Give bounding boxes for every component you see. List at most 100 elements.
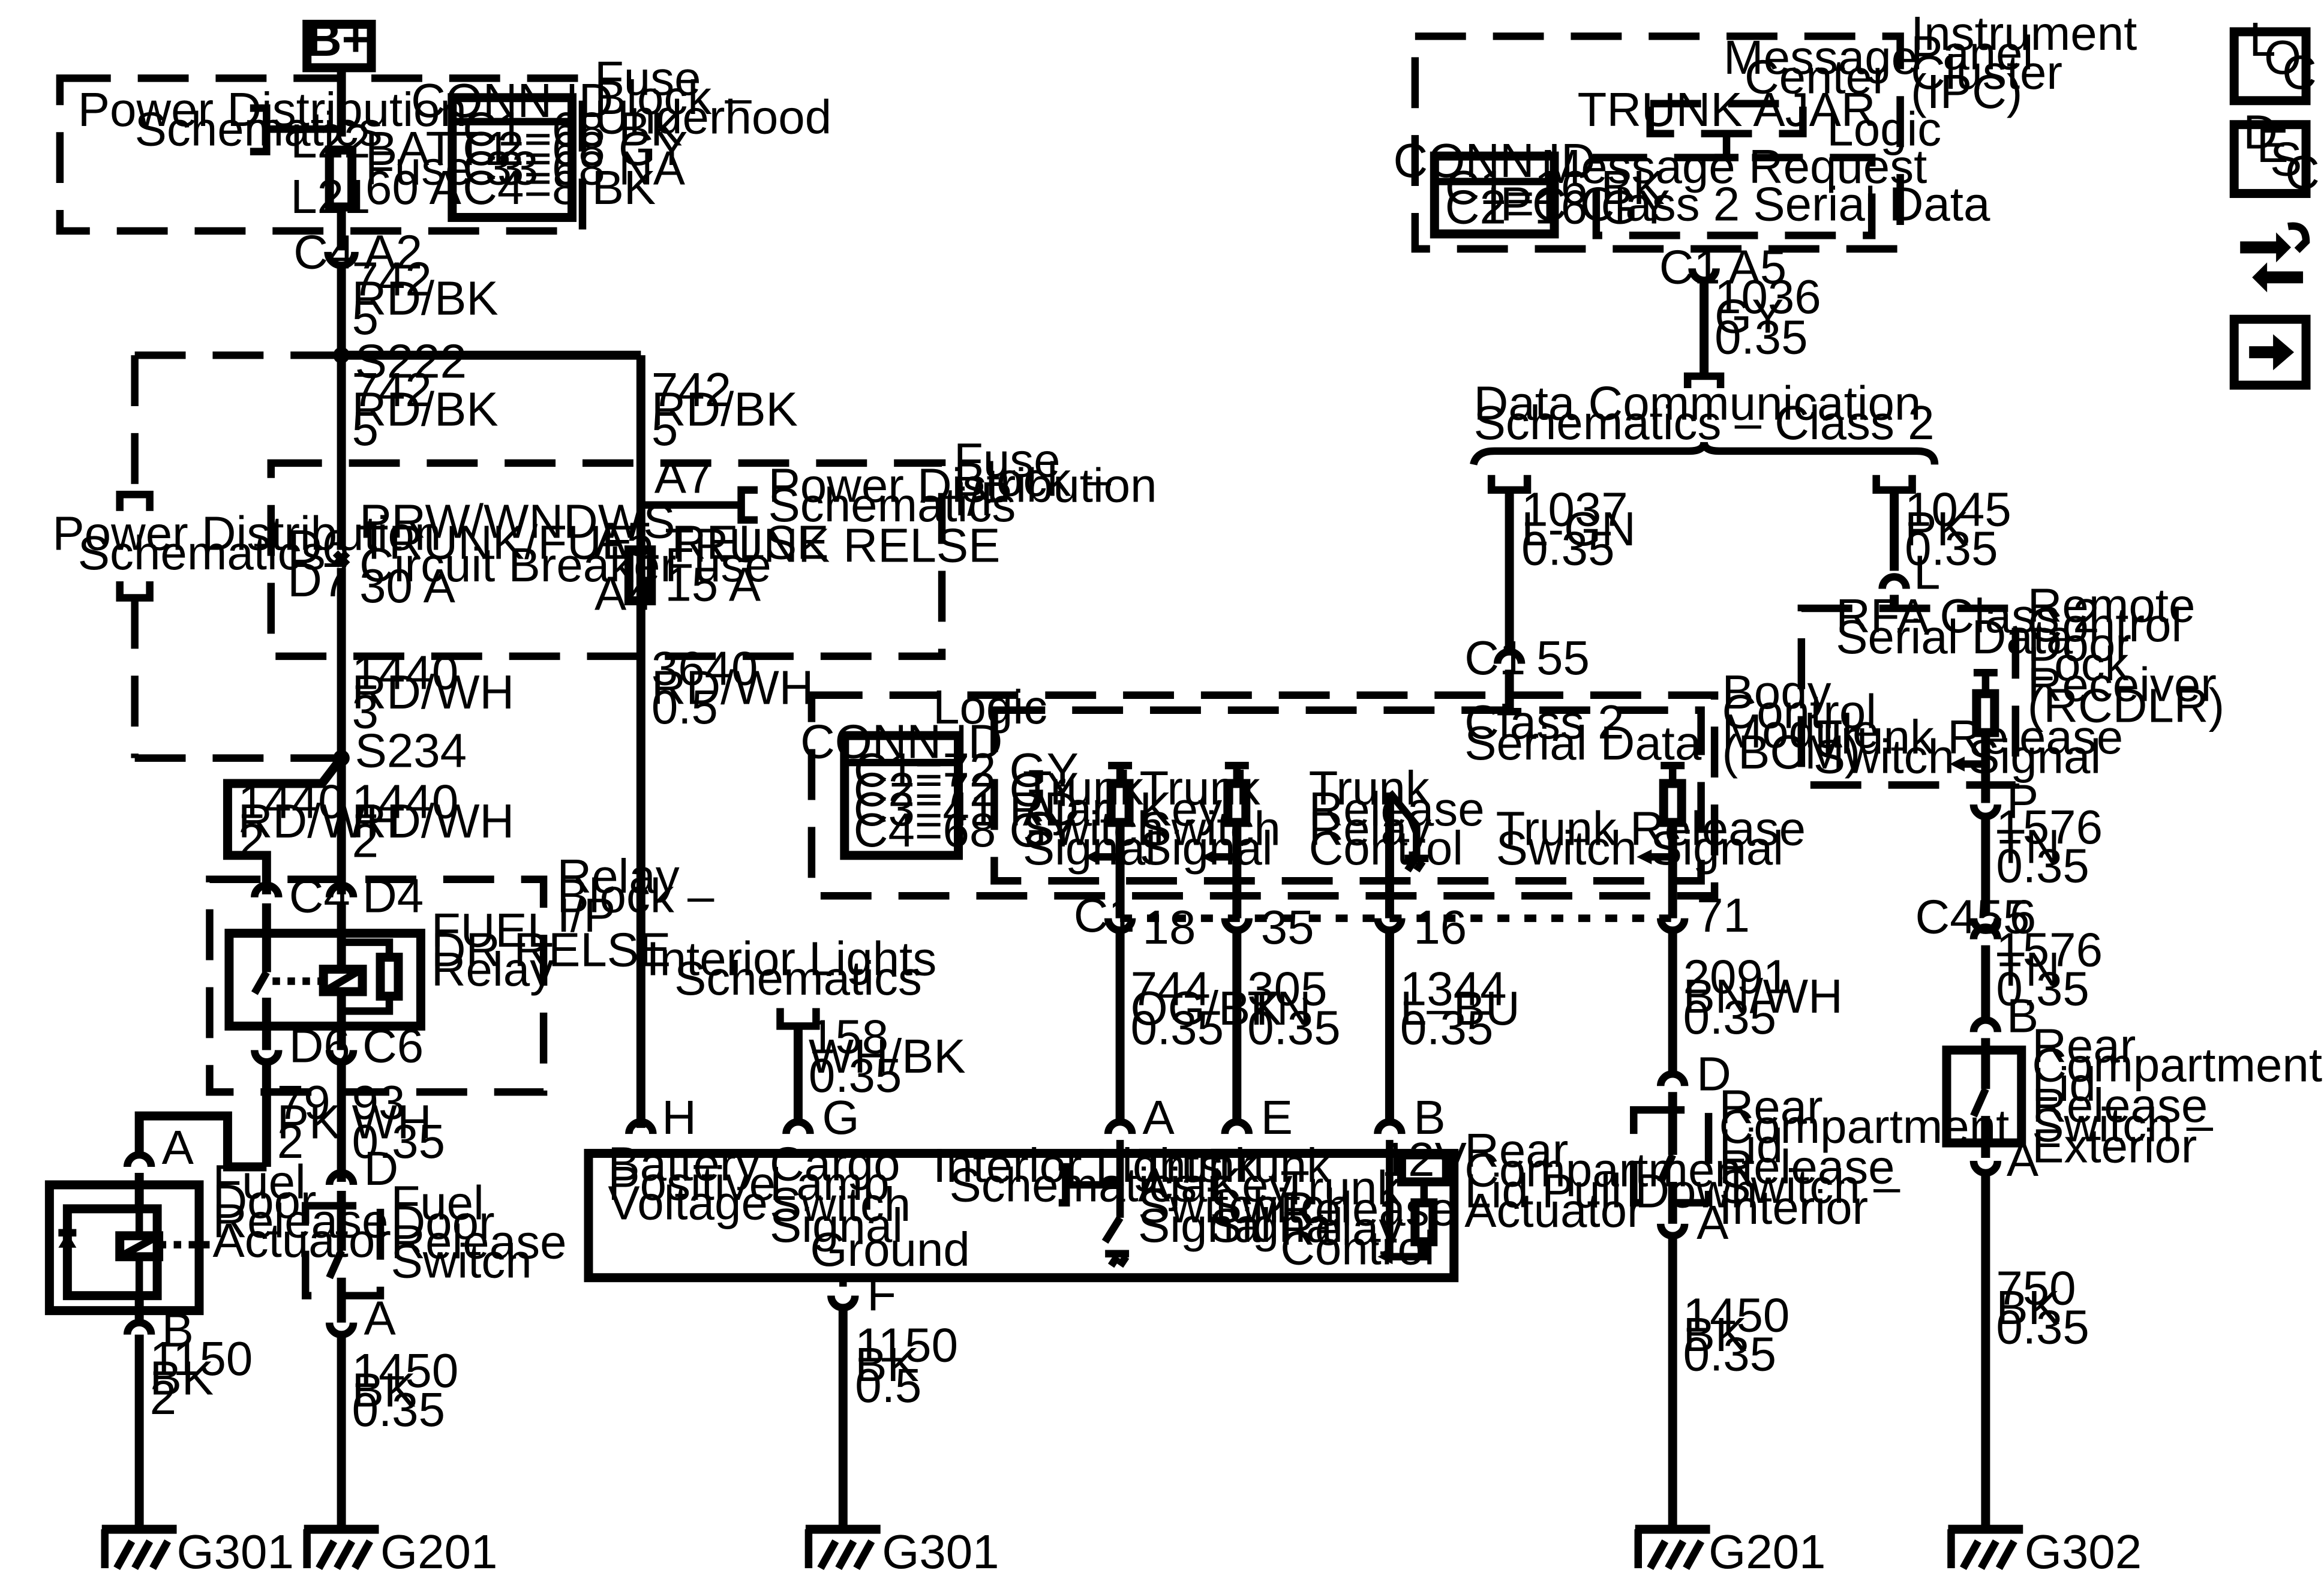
b-plus-label: B+ bbox=[307, 13, 370, 66]
right-arrow-icon bbox=[2249, 334, 2295, 371]
fuel-door-release-actuator bbox=[44, 1180, 204, 1316]
pin-b-exterior: B bbox=[2007, 989, 2038, 1042]
wire-1450-label-fuel: 1450 BK 0.35 bbox=[352, 1344, 472, 1436]
ground-g301-right bbox=[804, 1524, 881, 1571]
navigation-icons: L O C D E S C bbox=[2229, 13, 2320, 390]
rfa-serial-data-label: RFA Class 2 Serial Data bbox=[1836, 589, 2113, 664]
svg-text:L: L bbox=[2249, 13, 2275, 66]
connector-c455: C455 bbox=[1915, 890, 2030, 944]
bcm-trunk-key-switch-signal-label: Trunk Key Switch Signal bbox=[1140, 761, 1294, 875]
wire-1150-label-actuator: 1150 BK 0.5 bbox=[855, 1319, 971, 1412]
pin-a4: A4 bbox=[594, 566, 653, 620]
batt1-fuse-label: BATT1 Fuse 33 60 A bbox=[365, 122, 552, 214]
wire-1150-label-fuel: 1150 BK 2 bbox=[150, 1332, 266, 1424]
conn-id-values-ipc: C1=16 BK C2=16 GY bbox=[1445, 161, 1678, 233]
relay-block-label: Relay Block – I/P bbox=[557, 849, 728, 942]
desc-button[interactable]: D E S C bbox=[2229, 106, 2320, 199]
fuse-block-ip-label: Fuse Block – I/P bbox=[954, 433, 1124, 526]
wire-158-label: 158 WH/BK 0.35 bbox=[809, 1010, 979, 1102]
wire-1576-label-a: 1576 TN 0.35 bbox=[1996, 800, 2116, 893]
data-communication-schematics-link[interactable]: Data Communication Schematics – Class 2 bbox=[1474, 376, 1935, 449]
wire-3640-label: 3640 RD/WH 0.5 bbox=[651, 641, 827, 734]
pin-16-bcm: 16 bbox=[1413, 900, 1467, 954]
instrument-panel-cluster: Instrument Panel Cluster (IPC) Message C… bbox=[1394, 7, 2150, 655]
pin-f-actuator: F bbox=[867, 1268, 896, 1321]
pin-55-bcm: 55 bbox=[1536, 631, 1590, 685]
relay-resistor bbox=[376, 953, 403, 1001]
pin-d-switch: D bbox=[364, 1142, 399, 1195]
splice-s222-label: S222 bbox=[355, 335, 467, 388]
interior-lights-schematics-link-top[interactable]: Interior Lights Schematics bbox=[646, 932, 950, 1005]
next-arrow-button[interactable] bbox=[2229, 314, 2311, 390]
ipc-logic-label: Logic bbox=[1827, 103, 1941, 156]
ground-g201-left bbox=[303, 1524, 379, 1571]
wire-1045-label: 1045 PK 0.35 bbox=[1905, 483, 2025, 575]
ground-g201-right-label: G201 bbox=[1709, 1525, 1825, 1573]
conn-id-table-underhood bbox=[448, 93, 577, 222]
exterior-switch-label: Rear Compartment Lid Release Switch – Ex… bbox=[2032, 1019, 2324, 1172]
power-supply-section: B+ Fuse Block – Underhood Power Distribu… bbox=[52, 13, 1170, 1128]
ipc-logic-box bbox=[1592, 154, 1876, 239]
bcm-trunk-ajar-switch-signal-label: Trunk Ajar Switch Signal bbox=[1023, 761, 1177, 875]
interior-switch-label: Rear Compartment Lid Release Switch – In… bbox=[1719, 1080, 2023, 1234]
wire-1450-label-interior: 1450 BK 0.35 bbox=[1683, 1289, 1803, 1381]
ground-g302 bbox=[1947, 1524, 2023, 1571]
terminal-l21: L21 bbox=[290, 170, 370, 223]
wire-305-label: 305 TN 0.35 bbox=[1247, 962, 1340, 1054]
pin-d-interior: D bbox=[1697, 1047, 1731, 1101]
interior-release-switch-section: D Rear Compartment Lid Release Switch – … bbox=[646, 932, 2023, 1573]
ground-g301-right-label: G301 bbox=[882, 1525, 999, 1573]
connector-c1-bcm-top: C1 bbox=[1464, 631, 1526, 685]
wire-742-label-a: 742 RD/BK 5 bbox=[352, 252, 512, 344]
pd-schematics-link-left[interactable]: Power Distribution Schematics bbox=[52, 507, 454, 580]
pin-a5-ipc: A5 bbox=[1728, 240, 1787, 293]
wire-1344-label: 1344 L–BU 0.35 bbox=[1400, 962, 1533, 1054]
12v-label: 12V bbox=[1382, 1133, 1467, 1186]
bcm-logic-box bbox=[990, 706, 1705, 885]
svg-text:E: E bbox=[2257, 119, 2289, 172]
conn-id-title-bcm: CONN ID bbox=[800, 715, 1002, 769]
fuel-door-section: A Fuel Door Release Actuator B 1150 BK 2… bbox=[44, 1121, 580, 1573]
pin-a-interior: A bbox=[1697, 1196, 1729, 1249]
trunk-ajar-text: TRUNK AJAR bbox=[1578, 83, 1876, 136]
pin-18-bcm: 18 bbox=[1143, 900, 1196, 954]
pin-a-switch: A bbox=[364, 1292, 397, 1345]
pull-down-actuator-label: Rear Compartment Lid Pull Down Actuator bbox=[1464, 1124, 1770, 1237]
connector-tools-icon[interactable] bbox=[2240, 222, 2310, 293]
splice-s234-label: S234 bbox=[355, 724, 467, 778]
pin-h-actuator: H bbox=[662, 1091, 696, 1144]
relay-name-label: FUEL DR RELSE Relay bbox=[431, 903, 684, 996]
pin-l-rcdlr: L bbox=[1914, 546, 1940, 599]
actuator-trunk-release-relay-control-label: Trunk Release Relay Control bbox=[1280, 1161, 1469, 1274]
ground-g201-right bbox=[1634, 1524, 1710, 1571]
pull-down-actuator-box bbox=[584, 1149, 1459, 1283]
pin-a-pulldown: A bbox=[1143, 1091, 1175, 1144]
svg-text:S: S bbox=[2270, 133, 2302, 186]
fuel-door-switch-label: Fuel Door Release Switch bbox=[391, 1176, 580, 1287]
wire-1037-label: 1037 L-GN 0.35 bbox=[1521, 483, 1649, 575]
pin-35-bcm: 35 bbox=[1261, 900, 1314, 954]
circuit-breaker-label: PRW/WNDWS TRUNK/FUEL RELSE Circuit Break… bbox=[359, 495, 842, 613]
trunk-relse-fuse-label: TRUNK RELSE Fuse 15 A bbox=[665, 519, 1013, 611]
body-control-module: C1 55 Logic Body Control Module (BCM) Cl… bbox=[800, 631, 1893, 1122]
wire-750-label: 750 BK 0.35 bbox=[1996, 1262, 2089, 1354]
ipc-label: Instrument Panel Cluster (IPC) bbox=[1911, 7, 2150, 118]
conn-id-title: CONN ID bbox=[411, 74, 613, 127]
wire-742-label-b: 742 RD/BK 5 bbox=[352, 363, 512, 455]
cargo-lamp-switch-signal-label: Cargo Lamp Switch Signal bbox=[770, 1137, 924, 1251]
class2-serial-data-label: Class 2 Serial Data bbox=[1464, 695, 1702, 770]
bcm-label: Body Control Module (BCM) bbox=[1722, 665, 1893, 779]
ground-g302-label: G302 bbox=[2025, 1525, 2142, 1573]
pin-a2: A2 bbox=[364, 225, 423, 278]
fuel-door-actuator-label: Fuel Door Release Actuator bbox=[212, 1155, 401, 1266]
relay-block-ip bbox=[206, 875, 548, 1096]
svg-text:C: C bbox=[2282, 46, 2317, 99]
wire-1440-label-c: 1440 RD/WH 2 bbox=[352, 775, 528, 867]
loc-button[interactable]: L O C bbox=[2229, 13, 2317, 106]
message-request-label: Message Request bbox=[1541, 140, 1927, 193]
svg-text:O: O bbox=[2264, 31, 2301, 84]
pd-schematics-link-ip[interactable]: Power Distribution Schematics bbox=[768, 459, 1170, 532]
bcm-trunk-release-relay-control-label: Trunk Release Relay Control bbox=[1309, 761, 1498, 875]
wire-1440-label-a: 1440 RD/WH 3 bbox=[352, 646, 528, 739]
pin-6-c455: 6 bbox=[2010, 890, 2036, 944]
